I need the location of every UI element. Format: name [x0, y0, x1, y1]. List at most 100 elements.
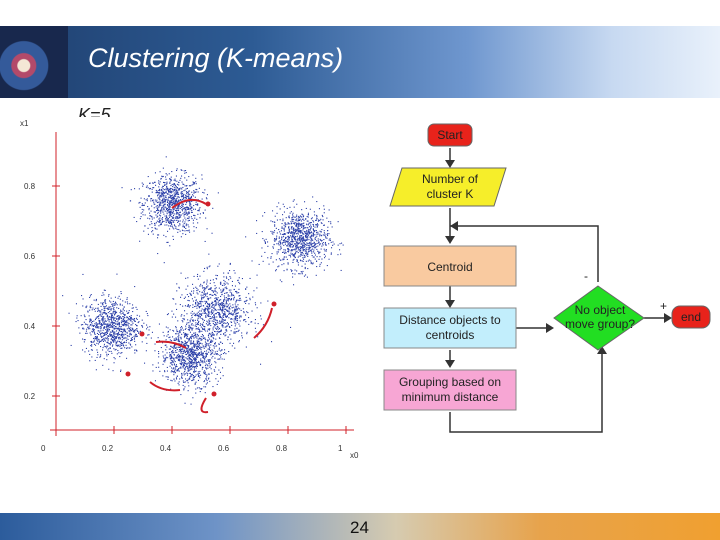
- scatter-point: [307, 216, 309, 218]
- scatter-point: [178, 197, 180, 199]
- scatter-point: [210, 341, 212, 343]
- scatter-point: [160, 201, 162, 203]
- scatter-point: [313, 211, 315, 213]
- scatter-point: [101, 332, 103, 334]
- scatter-point: [205, 373, 207, 375]
- scatter-point: [202, 212, 204, 214]
- scatter-point: [224, 281, 226, 283]
- scatter-point: [330, 223, 332, 225]
- scatter-point: [128, 318, 130, 320]
- scatter-point: [195, 343, 197, 345]
- scatter-point: [300, 224, 302, 226]
- scatter-point: [213, 290, 215, 292]
- scatter-point: [129, 316, 131, 318]
- scatter-point: [169, 194, 171, 196]
- scatter-point: [307, 244, 309, 246]
- scatter-point: [183, 183, 185, 185]
- scatter-point: [164, 359, 166, 361]
- scatter-point: [122, 320, 124, 322]
- scatter-point: [190, 358, 192, 360]
- scatter-point: [130, 330, 132, 332]
- scatter-point: [188, 349, 190, 351]
- scatter-point: [275, 227, 277, 229]
- scatter-point: [173, 359, 175, 361]
- scatter-point: [307, 233, 309, 235]
- scatter-point: [218, 369, 220, 371]
- scatter-point: [90, 318, 92, 320]
- scatter-point: [170, 356, 172, 358]
- scatter-point: [292, 235, 294, 237]
- scatter-point: [189, 321, 191, 323]
- scatter-point: [109, 319, 111, 321]
- scatter-point: [296, 246, 298, 248]
- scatter-point: [107, 335, 109, 337]
- scatter-point: [117, 319, 119, 321]
- scatter-point: [286, 245, 288, 247]
- scatter-point: [157, 337, 159, 339]
- scatter-point: [214, 343, 216, 345]
- scatter-point: [241, 337, 243, 339]
- scatter-point: [310, 227, 312, 229]
- scatter-point: [100, 327, 102, 329]
- scatter-point: [175, 339, 177, 341]
- scatter-point: [190, 403, 192, 405]
- scatter-point: [90, 349, 92, 351]
- scatter-point: [234, 272, 236, 274]
- scatter-point: [181, 203, 183, 205]
- scatter-point: [307, 236, 309, 238]
- scatter-point: [211, 341, 213, 343]
- scatter-point: [164, 203, 166, 205]
- scatter-point: [180, 352, 182, 354]
- scatter-point: [192, 222, 194, 224]
- scatter-point: [202, 336, 204, 338]
- scatter-point: [139, 206, 141, 208]
- scatter-point: [171, 200, 173, 202]
- scatter-point: [262, 324, 264, 326]
- scatter-point: [187, 193, 189, 195]
- scatter-point: [94, 336, 96, 338]
- scatter-point: [190, 208, 192, 210]
- scatter-point: [195, 332, 197, 334]
- scatter-point: [78, 327, 80, 329]
- scatter-point: [224, 326, 226, 328]
- scatter-point: [126, 312, 128, 314]
- scatter-point: [124, 329, 126, 331]
- scatter-point: [97, 326, 99, 328]
- scatter-point: [136, 325, 138, 327]
- scatter-point: [91, 340, 93, 342]
- scatter-point: [121, 344, 123, 346]
- scatter-point: [188, 211, 190, 213]
- scatter-point: [189, 305, 191, 307]
- scatter-point: [128, 327, 130, 329]
- scatter-point: [188, 226, 190, 228]
- scatter-point: [323, 224, 325, 226]
- scatter-point: [212, 340, 214, 342]
- scatter-point: [252, 296, 254, 298]
- scatter-point: [106, 326, 108, 328]
- scatter-point: [229, 276, 231, 278]
- scatter-point: [192, 397, 194, 399]
- scatter-point: [83, 321, 85, 323]
- scatter-point: [173, 338, 175, 340]
- scatter-point: [195, 356, 197, 358]
- scatter-point: [181, 341, 183, 343]
- scatter-point: [182, 350, 184, 352]
- scatter-point: [206, 283, 208, 285]
- scatter-point: [208, 344, 210, 346]
- scatter-point: [159, 370, 161, 372]
- scatter-point: [311, 251, 313, 253]
- scatter-point: [131, 321, 133, 323]
- scatter-point: [185, 225, 187, 227]
- scatter-point: [287, 251, 289, 253]
- scatter-point: [131, 318, 133, 320]
- scatter-point: [298, 273, 300, 275]
- scatter-point: [111, 331, 113, 333]
- scatter-point: [131, 307, 133, 309]
- scatter-point: [212, 350, 214, 352]
- scatter-point: [225, 302, 227, 304]
- scatter-point: [168, 196, 170, 198]
- scatter-point: [254, 322, 256, 324]
- scatter-point: [210, 325, 212, 327]
- scatter-point: [162, 175, 164, 177]
- scatter-point: [110, 301, 112, 303]
